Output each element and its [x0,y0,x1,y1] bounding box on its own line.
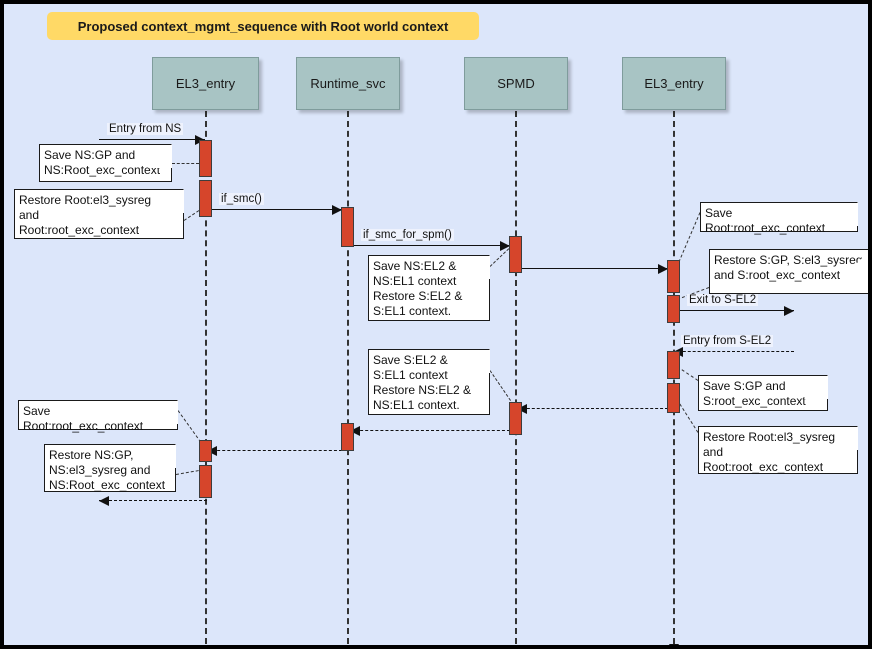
activation-bar [509,402,522,435]
note-leader-line-n2 [183,210,200,221]
note-fold-corner-icon [804,375,828,399]
message-line-m10 [99,500,207,501]
participant-el3_entry_left[interactable]: EL3_entry [152,57,259,110]
message-arrowhead-m5 [784,306,794,316]
message-label-m6: Entry from S-EL2 [681,335,774,347]
message-line-m9 [207,450,342,451]
activation-bar [341,207,354,247]
message-label-m3: if_smc_for_spm() [361,229,454,241]
lifeline-runtime_svc [347,111,349,644]
message-arrowhead-m2 [332,205,342,215]
message-arrowhead-m4 [658,264,668,274]
note-text: Restore S:GP, S:el3_sysreg and S:root_ex… [714,253,863,282]
note-fold-corner-icon [834,426,858,450]
note-text: Restore NS:GP, NS:el3_sysreg and NS:Root… [49,448,166,492]
note-n3: Save NS:EL2 & NS:EL1 context Restore S:E… [368,255,490,321]
note-n1: Save NS:GP and NS:Root_exc_context [39,144,172,182]
note-text: Save S:EL2 & S:EL1 context Restore NS:EL… [373,353,472,412]
message-arrowhead-m10 [99,496,109,506]
note-n5: Restore S:GP, S:el3_sysreg and S:root_ex… [709,249,868,294]
message-line-m4 [521,268,668,269]
note-fold-corner-icon [148,144,172,168]
note-text: Save NS:GP and NS:Root_exc_context [44,148,161,177]
activation-bar [199,180,212,217]
lifeline-end-arrow [669,644,679,645]
activation-bar [667,295,680,323]
note-text: Restore Root:el3_sysreg and Root:root_ex… [703,430,836,474]
activation-bar [509,236,522,273]
note-fold-corner-icon [154,400,178,424]
note-text: Save NS:EL2 & NS:EL1 context Restore S:E… [373,259,463,318]
participant-label: EL3_entry [644,76,704,91]
message-label-m5: Exit to S-EL2 [687,294,759,306]
note-n6: Save S:EL2 & S:EL1 context Restore NS:EL… [368,349,490,415]
message-line-m2 [211,209,342,210]
activation-bar [667,383,680,413]
participant-spmd[interactable]: SPMD [464,57,568,110]
message-line-m8 [350,430,510,431]
note-leader-line-n10 [175,470,200,475]
note-fold-corner-icon [466,349,490,373]
message-line-m7 [517,408,668,409]
note-fold-corner-icon [847,249,868,273]
note-text: Save S:GP and S:root_exc_context [703,379,806,408]
message-label-m2: if_smc() [219,193,264,205]
activation-bar [199,465,212,498]
note-n9: Save Root:root_exc_context [18,400,178,433]
activation-bar [341,423,354,451]
note-leader-line-n9 [177,410,202,443]
message-arrowhead-m3 [500,241,510,251]
message-label-m1: Entry from NS [107,123,184,135]
message-line-m3 [353,245,510,246]
message-arrowhead-m7 [517,404,527,414]
lifeline-el3_entry_left [205,111,207,644]
activation-bar [667,260,680,293]
participant-el3_entry_right[interactable]: EL3_entry [622,57,726,110]
note-text: Save Root:root_exc_context [23,404,144,433]
note-n8: Restore Root:el3_sysreg and Root:root_ex… [698,426,858,474]
message-line-m5 [679,310,794,311]
participant-label: SPMD [497,76,535,91]
note-fold-corner-icon [466,255,490,279]
note-fold-corner-icon [834,202,858,226]
diagram-title-banner: Proposed context_mgmt_sequence with Root… [47,12,479,40]
activation-bar [199,440,212,462]
participant-label: Runtime_svc [310,76,386,91]
message-arrowhead-m9 [207,446,217,456]
note-n2: Restore Root:el3_sysreg and Root:root_ex… [14,189,184,239]
note-n4: Save Root:root_exc_context [700,202,858,235]
note-n10: Restore NS:GP, NS:el3_sysreg and NS:Root… [44,444,176,492]
message-arrowhead-m8 [350,426,360,436]
activation-bar [667,351,680,379]
activation-bar [199,140,212,177]
lifeline-spmd [515,111,517,644]
note-text: Save Root:root_exc_context [705,206,826,235]
note-text: Restore Root:el3_sysreg and Root:root_ex… [19,193,152,237]
note-fold-corner-icon [152,444,176,468]
note-fold-corner-icon [160,189,184,213]
note-leader-line-n1 [172,163,199,164]
participant-label: EL3_entry [175,76,236,91]
message-line-m6 [673,351,794,352]
message-line-m1 [99,139,205,140]
participant-runtime_svc[interactable]: Runtime_svc [296,57,400,110]
note-leader-line-n4 [676,212,701,267]
note-n7: Save S:GP and S:root_exc_context [698,375,828,411]
